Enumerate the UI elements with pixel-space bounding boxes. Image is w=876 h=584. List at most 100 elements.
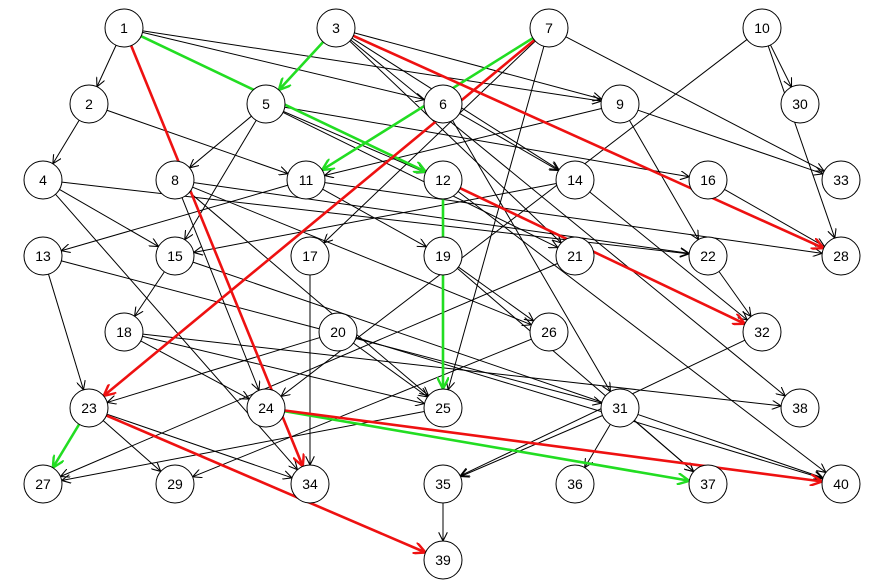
node-label: 39 <box>435 552 451 568</box>
node-label: 26 <box>541 324 557 340</box>
node-label: 34 <box>302 476 318 492</box>
edge-16-28 <box>724 188 824 246</box>
node-circle <box>246 84 286 124</box>
node-4: 4 <box>23 160 63 200</box>
edge-21-27 <box>60 263 558 476</box>
node-label: 12 <box>435 172 451 188</box>
node-26: 26 <box>529 312 569 352</box>
node-circle <box>529 8 569 48</box>
node-label: 10 <box>754 20 770 36</box>
edge-3-28 <box>352 34 823 248</box>
node-label: 1 <box>120 20 128 36</box>
edge-12-32 <box>459 186 745 324</box>
edge-26-29 <box>193 338 532 477</box>
node-circle <box>286 160 326 200</box>
edge-1-9 <box>142 30 601 101</box>
edge-23-39 <box>105 414 425 552</box>
node-circle <box>23 236 63 276</box>
edge-20-23 <box>107 337 320 403</box>
edge-12-40 <box>457 191 826 473</box>
node-36: 36 <box>555 464 595 504</box>
node-circle <box>290 464 330 504</box>
edge-7-25 <box>448 46 545 389</box>
node-circle <box>555 464 595 504</box>
node-30: 30 <box>780 84 820 124</box>
edge-31-35 <box>460 415 603 476</box>
node-1: 1 <box>104 8 144 48</box>
edge-24-40 <box>284 409 822 481</box>
edge-5-8 <box>190 115 252 168</box>
edge-6-14 <box>459 113 558 170</box>
node-label: 11 <box>299 172 314 188</box>
node-circle <box>69 388 109 428</box>
node-label: 9 <box>616 96 624 112</box>
edge-9-22 <box>629 120 699 239</box>
edge-3-38 <box>350 39 786 396</box>
edge-10-24 <box>281 39 748 397</box>
edge-8-24 <box>181 197 259 391</box>
node-circle <box>780 84 820 124</box>
node-10: 10 <box>742 8 782 48</box>
edge-10-30 <box>770 44 791 87</box>
edge-14-15 <box>194 183 557 253</box>
node-label: 32 <box>754 324 770 340</box>
edge-24-37 <box>284 409 690 481</box>
edge-18-25 <box>142 335 424 403</box>
node-circle <box>742 8 782 48</box>
node-38: 38 <box>780 388 820 428</box>
node-label: 40 <box>833 476 849 492</box>
node-18: 18 <box>104 312 144 352</box>
node-circle <box>104 8 144 48</box>
node-circle <box>23 464 63 504</box>
node-3: 3 <box>316 8 356 48</box>
node-circle <box>246 388 286 428</box>
edge-9-33 <box>637 109 823 174</box>
node-circle <box>555 160 595 200</box>
node-circle <box>290 236 330 276</box>
node-label: 33 <box>833 172 849 188</box>
node-circle <box>821 160 861 200</box>
node-15: 15 <box>155 236 195 276</box>
edge-10-28 <box>767 45 835 238</box>
node-label: 38 <box>792 400 808 416</box>
node-label: 16 <box>700 172 716 188</box>
node-label: 27 <box>35 476 51 492</box>
node-5: 5 <box>246 84 286 124</box>
node-label: 28 <box>833 248 849 264</box>
edge-7-33 <box>565 36 824 171</box>
node-label: 37 <box>700 476 716 492</box>
node-label: 35 <box>435 476 451 492</box>
edge-6-31 <box>452 120 611 391</box>
node-label: 3 <box>332 20 340 36</box>
node-label: 15 <box>167 248 183 264</box>
edge-15-40 <box>192 261 823 478</box>
edges-layer <box>48 30 835 553</box>
node-37: 37 <box>688 464 728 504</box>
node-27: 27 <box>23 464 63 504</box>
edge-14-32 <box>589 191 748 320</box>
node-21: 21 <box>555 236 595 276</box>
node-label: 36 <box>567 476 583 492</box>
node-circle <box>821 236 861 276</box>
node-12: 12 <box>423 160 463 200</box>
node-circle <box>155 236 195 276</box>
node-circle <box>529 312 569 352</box>
node-circle <box>821 464 861 504</box>
node-circle <box>316 8 356 48</box>
edge-22-32 <box>718 271 751 316</box>
edge-3-21 <box>349 40 562 243</box>
node-label: 30 <box>792 96 808 112</box>
node-label: 13 <box>35 248 51 264</box>
node-label: 14 <box>567 172 583 188</box>
edge-4-15 <box>59 189 158 246</box>
edge-1-2 <box>97 45 117 86</box>
node-circle <box>155 160 195 200</box>
node-28: 28 <box>821 236 861 276</box>
node-circle <box>23 160 63 200</box>
node-circle <box>423 84 463 124</box>
node-label: 22 <box>700 248 716 264</box>
node-label: 20 <box>330 324 346 340</box>
node-label: 29 <box>167 476 183 492</box>
